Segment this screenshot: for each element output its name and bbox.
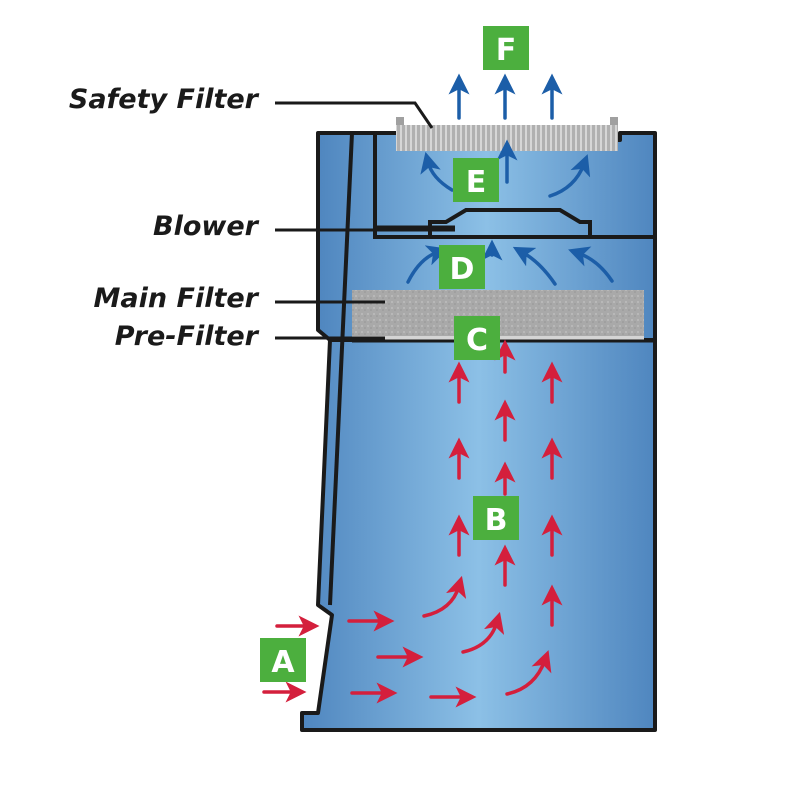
inflow-curve-arrow — [461, 611, 505, 654]
inflow-curve-arrow — [422, 575, 467, 618]
upflow-arrows — [448, 339, 563, 627]
blower-intake-arrows — [406, 239, 614, 286]
inflow-arrows — [262, 575, 552, 708]
label-pre-filter: Pre-Filter — [115, 321, 260, 352]
intake-arrow — [512, 246, 557, 286]
cabinet-body — [300, 131, 657, 732]
badge-B: B — [473, 496, 519, 540]
plenum-arrow — [420, 151, 454, 192]
svg-text:E: E — [466, 165, 487, 200]
inflow-curve-arrow — [505, 650, 552, 696]
badge-D: D — [439, 245, 485, 289]
label-blower: Blower — [153, 211, 260, 242]
badge-F: F — [483, 26, 529, 70]
blower-housing — [428, 208, 592, 237]
svg-text:B: B — [485, 503, 508, 538]
badge-C: C — [454, 316, 500, 360]
svg-text:D: D — [450, 252, 475, 287]
sash-line — [328, 132, 354, 606]
svg-text:A: A — [271, 645, 295, 680]
label-main-filter: Main Filter — [94, 283, 260, 314]
intake-arrow — [568, 246, 614, 283]
svg-text:F: F — [496, 33, 517, 68]
svg-text:C: C — [466, 323, 488, 358]
plenum-arrows — [420, 139, 591, 198]
badge-A: A — [260, 638, 306, 682]
leader-lines — [275, 101, 455, 340]
exhaust-arrows — [448, 73, 563, 120]
badge-E: E — [453, 158, 499, 202]
label-safety-filter: Safety Filter — [69, 84, 260, 115]
plenum-arrow — [548, 154, 591, 198]
intake-arrow — [406, 245, 448, 284]
